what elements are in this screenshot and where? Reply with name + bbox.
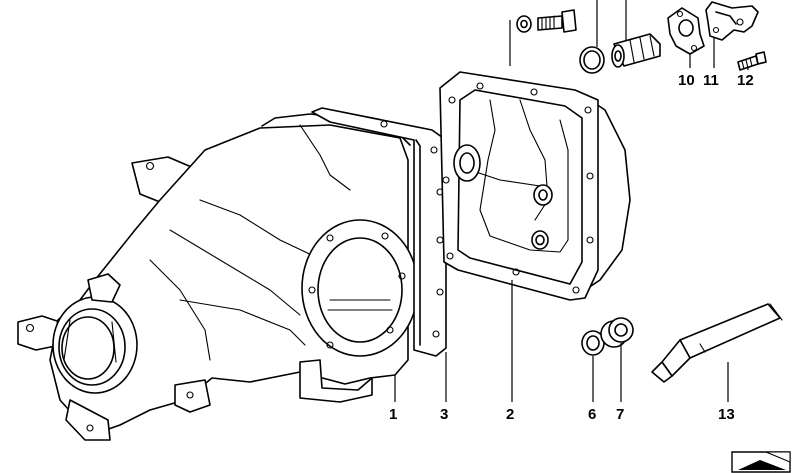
bolt-and-washer bbox=[516, 9, 577, 33]
seal-ring bbox=[581, 330, 605, 356]
callout-13: 13 bbox=[718, 406, 735, 423]
small-bolt bbox=[737, 51, 767, 71]
callout-10: 10 bbox=[678, 72, 695, 89]
sealant-tube bbox=[651, 303, 783, 383]
leader-lines bbox=[394, 0, 749, 402]
sensor-shaft bbox=[611, 33, 661, 68]
gasket-plate bbox=[667, 7, 705, 55]
main-housing bbox=[17, 113, 419, 441]
callout-1: 1 bbox=[389, 406, 397, 423]
document-corner-icon bbox=[731, 451, 791, 473]
callout-11: 11 bbox=[703, 72, 719, 89]
housing-cover bbox=[439, 71, 631, 301]
o-ring bbox=[579, 46, 605, 74]
bracket bbox=[705, 1, 759, 41]
callout-3: 3 bbox=[440, 406, 448, 423]
callout-7: 7 bbox=[616, 406, 624, 423]
plug-screw bbox=[600, 317, 634, 348]
callout-2: 2 bbox=[506, 406, 514, 423]
gasket bbox=[311, 107, 447, 357]
callout-12: 12 bbox=[737, 72, 754, 89]
callout-6: 6 bbox=[588, 406, 596, 423]
